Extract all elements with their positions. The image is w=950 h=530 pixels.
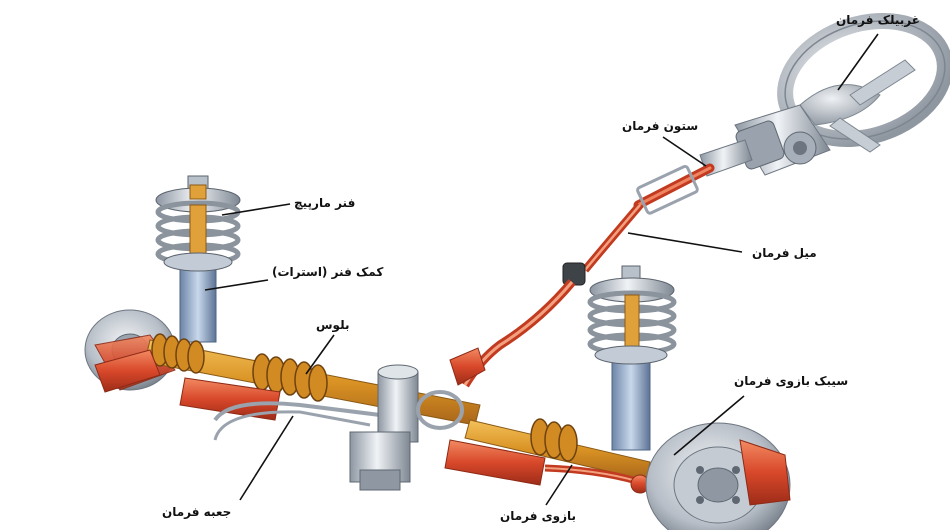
leader-steering-column xyxy=(662,136,707,167)
steering-box xyxy=(349,364,464,491)
leader-steering-shaft xyxy=(627,232,743,253)
steering-shaft xyxy=(449,163,715,388)
label-shock-absorber: کمک فنر (استرات) xyxy=(272,265,384,279)
left-strut xyxy=(155,175,241,343)
label-steering-box: جعبه فرمان xyxy=(162,505,232,519)
leader-lines xyxy=(204,33,879,506)
leader-coil-spring xyxy=(221,203,291,216)
leader-steering-knuckle xyxy=(673,395,745,456)
steering-arm xyxy=(544,464,650,494)
right-bellows xyxy=(530,418,578,462)
right-brake-disc xyxy=(645,422,791,530)
leader-steering-arm xyxy=(545,464,573,506)
label-steering-wheel: غربیلک فرمان xyxy=(836,13,920,27)
leader-steering-wheel xyxy=(837,33,879,91)
left-bellows xyxy=(151,333,205,374)
label-bellows: بلوس xyxy=(316,318,350,332)
label-steering-arm: بازوی فرمان xyxy=(500,509,577,523)
leader-steering-box xyxy=(239,415,294,501)
label-steering-column: ستون فرمان xyxy=(622,119,699,133)
steering-wheel xyxy=(777,13,950,153)
label-coil-spring: فنر مارپیچ xyxy=(294,196,356,210)
leader-shock-absorber xyxy=(204,279,269,291)
label-steering-knuckle: سیبک بازوی فرمان xyxy=(734,374,849,388)
steering-rack xyxy=(94,333,651,486)
right-strut xyxy=(587,265,677,451)
label-steering-shaft: میل فرمان xyxy=(752,246,817,260)
leader-bellows xyxy=(305,334,335,375)
